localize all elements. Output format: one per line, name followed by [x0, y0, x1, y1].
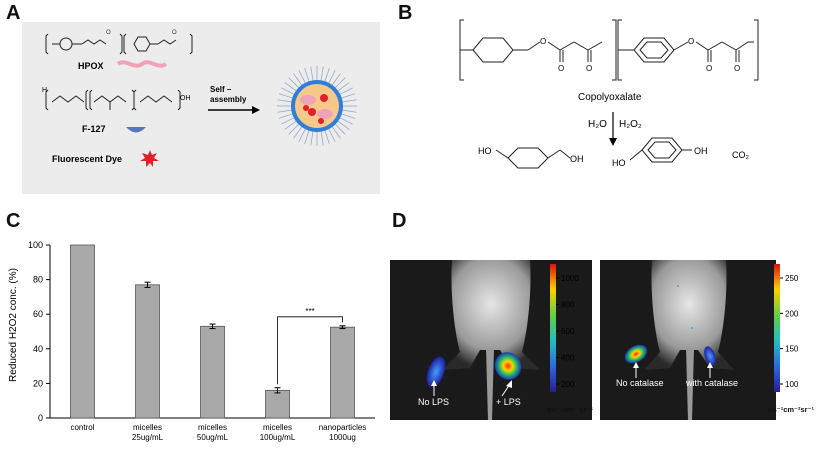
hpox-carbonyl-o-2: O	[172, 30, 177, 36]
x-tick-label: 50ug/mL	[197, 433, 229, 442]
ester-o-3: O	[586, 64, 592, 73]
scale-tick-label: 1000	[561, 274, 579, 283]
hpox-label: HPOX	[78, 61, 104, 71]
y-tick-label: 20	[33, 378, 43, 388]
chart-ticks: 0 20 40 60 80 100	[28, 240, 50, 423]
imaging-photo-catalase: No catalase with catalase	[600, 260, 776, 420]
copolyoxalate-label: Copolyoxalate	[578, 92, 642, 103]
y-tick-label: 0	[38, 413, 43, 423]
scale-tick-label: 250	[785, 274, 799, 283]
hpox-carbonyl-o: O	[106, 30, 111, 36]
reagent-h2o2: H₂O₂	[619, 119, 642, 130]
co2-label: CO₂	[732, 150, 750, 160]
f127-label: F-127	[82, 124, 106, 134]
x-tick-label: 1000ug	[329, 433, 356, 442]
scale-tick-label: 600	[561, 327, 575, 336]
scale-tick-label: 200	[561, 380, 575, 389]
scale-tick-label: 100	[785, 380, 799, 389]
panel-letter-c: C	[6, 210, 21, 232]
f127-h-left: H	[42, 87, 47, 94]
label-plus-lps: + LPS	[496, 397, 521, 407]
chart-annotations: ***	[277, 307, 343, 385]
x-tick-label: micelles	[133, 423, 162, 432]
label-no-catalase: No catalase	[616, 378, 664, 388]
x-tick-label: micelles	[198, 423, 227, 432]
color-scale-lps: 1000 800 600 400 200	[550, 264, 579, 392]
label-with-catalase: with catalase	[686, 378, 739, 388]
product1-ho: HO	[478, 146, 492, 156]
y-tick-label: 40	[33, 344, 43, 354]
scale-tick-label: 150	[785, 345, 799, 354]
panel-c-bar-chart: Reduced H2O2 conc. (%) 0 20 40 60 80 100 cont…	[8, 240, 375, 442]
arrow-label-2: assembly	[210, 95, 247, 104]
bar	[330, 326, 355, 419]
y-tick-label: 100	[28, 240, 43, 250]
panel-a-schematic: O O HPOX H OH F-127 Fluorescent Dye Self…	[42, 30, 357, 167]
unit-label-lps: ps⁻¹cm⁻²sr⁻¹	[547, 405, 594, 414]
ester-o-2: O	[558, 64, 564, 73]
y-tick-label: 80	[33, 275, 43, 285]
panel-letter-b: B	[398, 2, 413, 24]
f127-structure	[45, 89, 181, 111]
ester-o-4: O	[688, 37, 694, 46]
product-cyclohexanedimethanol	[495, 147, 571, 169]
scale-tick-label: 800	[561, 301, 575, 310]
bar	[200, 325, 225, 419]
bar	[265, 389, 290, 419]
y-axis-label: Reduced H2O2 conc. (%)	[8, 268, 19, 382]
significance-bracket	[277, 316, 343, 385]
hpox-structure	[45, 33, 193, 55]
y-tick-label: 60	[33, 309, 43, 319]
ester-o-5: O	[706, 64, 712, 73]
panel-b-scheme: O O O O O O Copolyoxalate H₂O H₂O₂ HO OH…	[459, 19, 759, 169]
ester-o-1: O	[540, 37, 546, 46]
mouse-image-catalase	[624, 260, 734, 420]
product2-oh: OH	[694, 146, 708, 156]
x-tick-label: micelles	[263, 423, 292, 432]
micelle-icon	[277, 66, 357, 146]
scale-tick-label: 400	[561, 354, 575, 363]
imaging-photo-lps: No LPS + LPS	[390, 260, 592, 420]
arrow-label-1: Self –	[210, 85, 232, 94]
arrowhead-icon	[252, 106, 260, 114]
significance-label: ***	[305, 307, 314, 316]
bar	[135, 284, 160, 419]
dye-star-icon	[140, 150, 159, 167]
x-tick-label: nanoparticles	[319, 423, 367, 432]
f127-bowl-icon	[126, 127, 146, 133]
ester-o-6: O	[734, 64, 740, 73]
copolyoxalate-structure	[459, 19, 759, 81]
product1-oh: OH	[570, 154, 584, 164]
panel-letter-a: A	[6, 2, 21, 24]
product-hydroxybenzyl-alcohol	[629, 137, 692, 163]
hydrolysis-arrowhead-icon	[609, 138, 617, 146]
x-tick-label: 25ug/mL	[132, 433, 164, 442]
f127-oh-right: OH	[180, 95, 191, 102]
bar	[70, 244, 95, 419]
scale-tick-label: 200	[785, 309, 799, 318]
label-no-lps: No LPS	[418, 397, 450, 407]
reagent-h2o: H₂O	[588, 119, 607, 130]
product2-ho: HO	[612, 158, 626, 168]
panel-letter-d: D	[392, 210, 407, 232]
x-tick-label: control	[70, 423, 94, 432]
unit-label-catalase: ps⁻¹cm⁻²sr⁻¹	[768, 405, 815, 414]
chart-bars	[70, 244, 355, 419]
hpox-ribbon-icon	[116, 60, 168, 68]
mouse-image-lps	[426, 260, 540, 420]
dye-label: Fluorescent Dye	[52, 154, 122, 164]
x-tick-label: 100ug/mL	[260, 433, 296, 442]
color-scale-catalase: 250 200 150 100	[774, 264, 799, 392]
